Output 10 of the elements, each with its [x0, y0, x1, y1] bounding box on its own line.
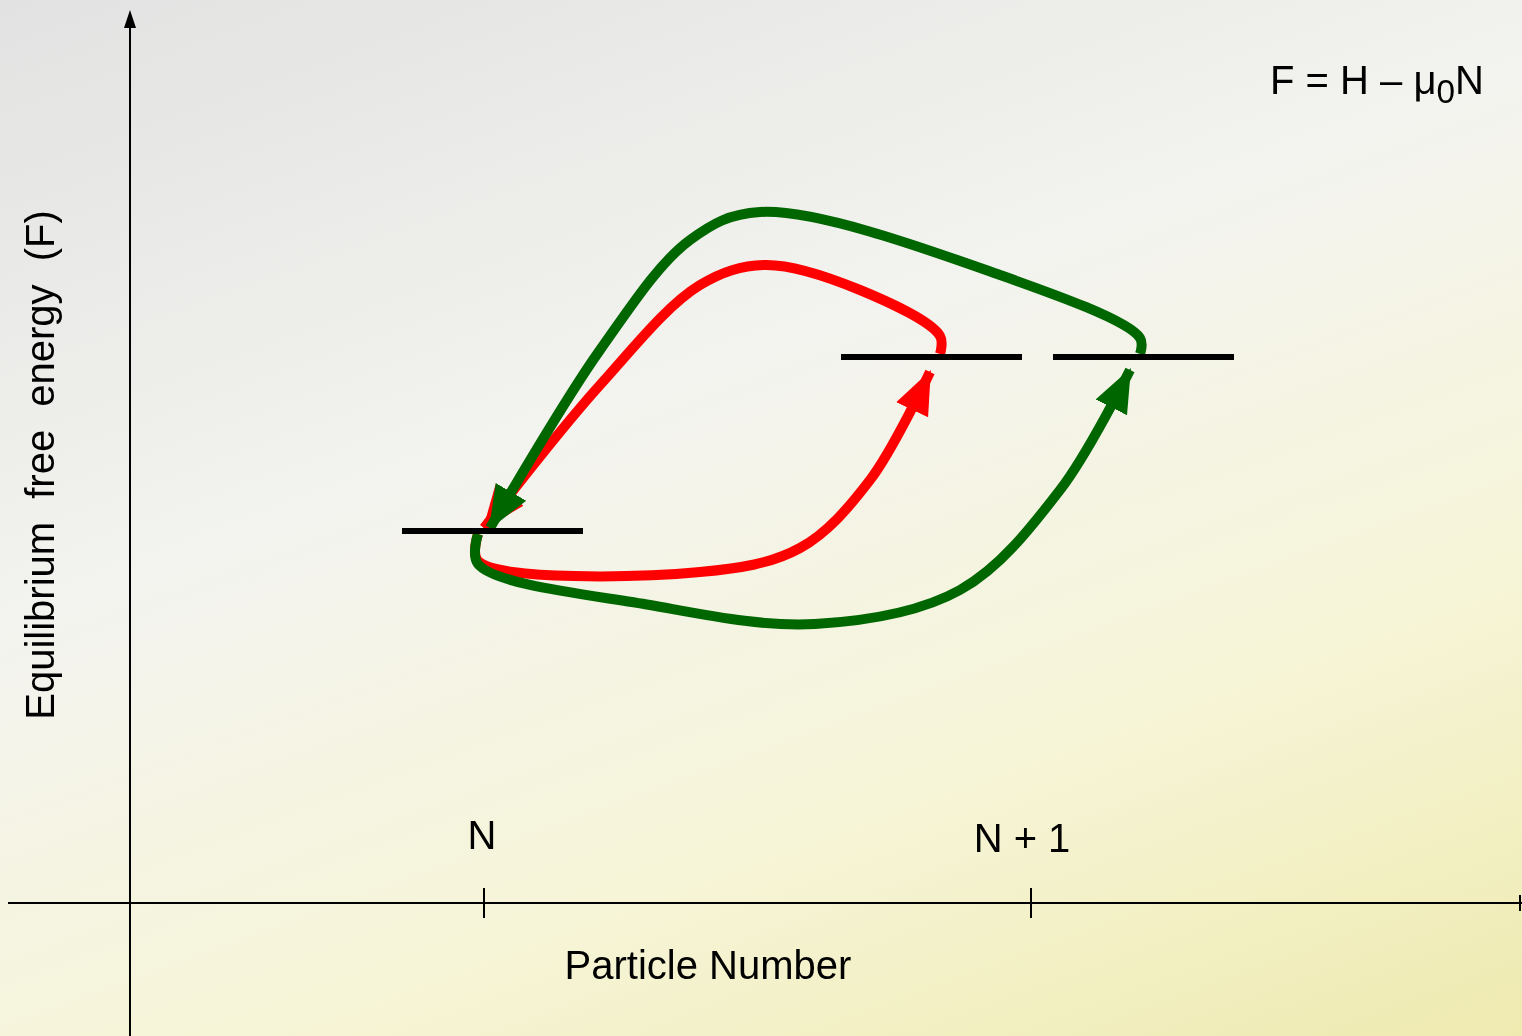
- energy-level-bar: [1053, 354, 1234, 360]
- tick-label: N: [467, 815, 497, 855]
- y-axis-label: Equilibrium free energy (F): [20, 210, 60, 720]
- energy-level-bar: [841, 354, 1022, 360]
- tick-label: N + 1: [973, 818, 1071, 858]
- curved-arrow: [470, 367, 1135, 630]
- formula-text: F = H – μ$_{0}$N: [1270, 60, 1484, 109]
- curved-arrow: [485, 207, 1147, 531]
- energy-level-bar: [402, 528, 583, 534]
- x-axis-label: Particle Number: [564, 945, 852, 985]
